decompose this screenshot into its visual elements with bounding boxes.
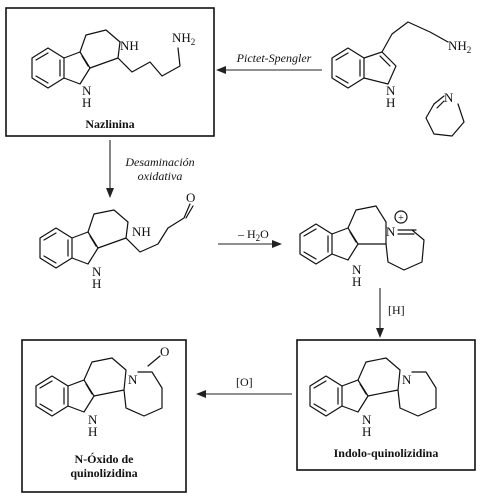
nazlinina-nh-label: NH — [120, 38, 139, 53]
iminium-charge-label: + — [398, 213, 404, 224]
iminium-n-label: N — [386, 224, 396, 239]
indolo-quinolizidina-label: Indolo-quinolizidina — [334, 446, 439, 460]
nazlinina-structure — [31, 29, 181, 89]
aldehyde-o-label: O — [186, 190, 195, 205]
nazlinina-indole-h-label: H — [82, 95, 91, 110]
aldehyde-intermediate-structure — [39, 203, 194, 269]
indolo-indole-h-label: H — [362, 424, 371, 439]
nazlinina-label: Nazlinina — [85, 117, 134, 131]
n-oxide-n-label: N — [128, 372, 138, 387]
iminium-structure — [299, 205, 425, 271]
n-oxide-indole-n-label: N — [88, 412, 98, 427]
indolo-quinolizidina-box — [296, 339, 476, 471]
iminium-charge-circle — [394, 210, 408, 224]
n-oxide-box — [21, 339, 187, 493]
n-oxide-label-line2: quinolizidina — [70, 466, 137, 480]
oxidation-arrowhead — [196, 390, 206, 398]
pictet-spengler-arrowhead — [216, 66, 226, 74]
aldehyde-indole-h-label: H — [92, 276, 101, 291]
tryptamine-n-label: N — [386, 83, 396, 98]
reduction-label: [H] — [388, 303, 405, 317]
piperideine-n-label: N — [444, 90, 454, 105]
indolo-n-label: N — [402, 372, 412, 387]
n-oxide-o-label: O — [160, 344, 169, 359]
n-oxide-indole-h-label: H — [88, 424, 97, 439]
indolo-quinolizidina-structure — [309, 357, 437, 417]
pictet-spengler-label: Pictet-Spengler — [236, 51, 312, 65]
dehydration-label: – H2O — [237, 227, 269, 243]
deamination-arrowhead — [106, 188, 114, 198]
nazlinina-box — [5, 7, 215, 137]
reduction-arrowhead — [376, 328, 384, 338]
tryptamine-nh2-label: NH2 — [448, 38, 471, 55]
indolo-indole-n-label: N — [362, 412, 372, 427]
iminium-indole-n-label: N — [352, 262, 362, 277]
tryptamine-h-label: H — [386, 95, 395, 110]
n-oxide-structure — [35, 355, 163, 417]
n-oxide-label-line1: N-Óxido de — [74, 452, 134, 466]
nazlinina-indole-n-label: N — [82, 83, 92, 98]
oxidation-label: [O] — [236, 375, 253, 389]
aldehyde-indole-n-label: N — [92, 264, 102, 279]
deamination-label-line2: oxidativa — [138, 169, 183, 183]
deamination-label-line1: Desaminación — [124, 155, 194, 169]
nazlinina-nh2-label: NH2 — [172, 30, 195, 47]
piperideine-structure — [425, 95, 465, 137]
dehydration-arrowhead — [272, 240, 282, 248]
tryptamine-structure — [331, 21, 449, 89]
aldehyde-nh-label: NH — [132, 224, 151, 239]
iminium-indole-h-label: H — [352, 274, 361, 289]
